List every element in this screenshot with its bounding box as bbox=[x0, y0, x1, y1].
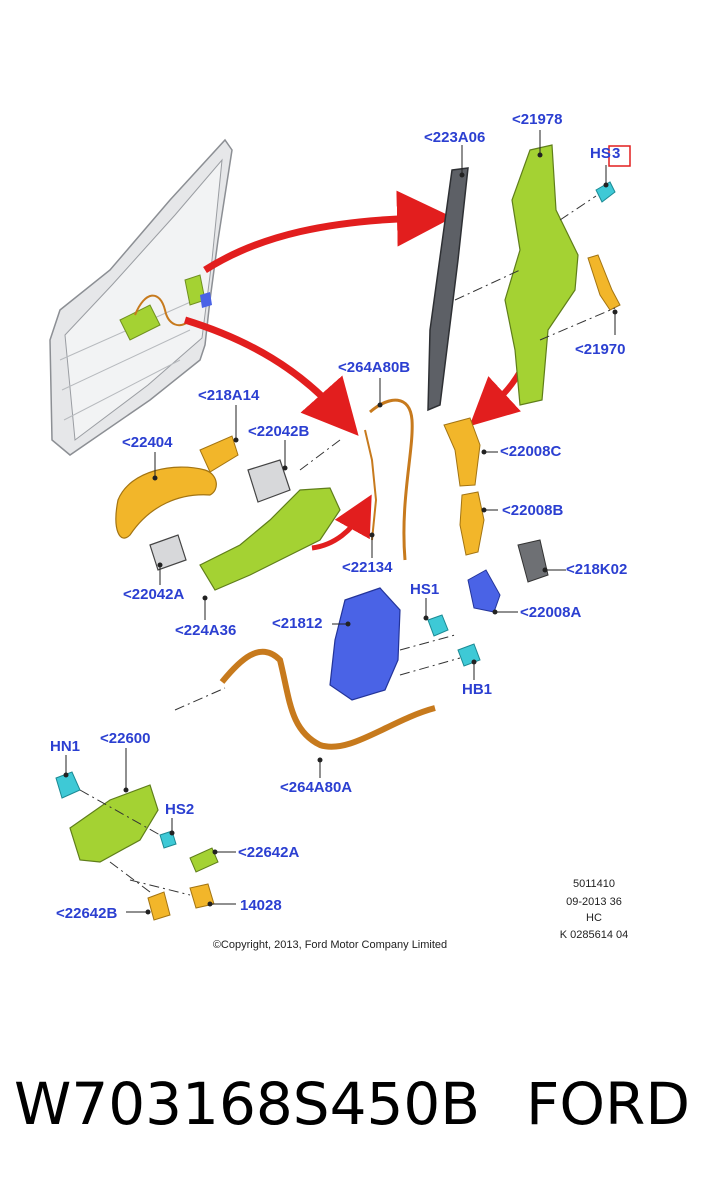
part-22134-rod bbox=[364, 429, 378, 541]
leader-lines bbox=[63, 130, 618, 915]
meta-line-3: HC bbox=[586, 912, 602, 924]
label-21978: <21978 bbox=[512, 111, 562, 128]
part-218A14-cover bbox=[199, 435, 239, 473]
illustration-meta: 5011410 09-2013 36 HC K 0285614 04 bbox=[560, 878, 629, 941]
label-22642A: <22642A bbox=[238, 844, 299, 861]
part-21970-bracket bbox=[587, 254, 621, 311]
label-22404: <22404 bbox=[122, 434, 173, 451]
part-21978-regulator bbox=[504, 144, 579, 406]
meta-line-1: 5011410 bbox=[573, 878, 615, 890]
label-22008C: <22008C bbox=[500, 443, 561, 460]
label-22008B: <22008B bbox=[502, 502, 563, 519]
label-HS1: HS1 bbox=[410, 581, 439, 598]
label-22642B: <22642B bbox=[56, 905, 117, 922]
brand-caption: FORD bbox=[526, 1070, 690, 1138]
label-14028: 14028 bbox=[240, 897, 282, 914]
part-22404-handle bbox=[115, 466, 217, 539]
label-HS3-suffix: 3 bbox=[612, 145, 620, 162]
label-HS2: HS2 bbox=[165, 801, 194, 818]
part-HS1-screw bbox=[427, 614, 449, 637]
label-HS3-prefix: HS bbox=[590, 145, 611, 162]
part-22008A-bracket bbox=[467, 569, 501, 613]
label-218K02: <218K02 bbox=[566, 561, 627, 578]
callout-labels: <223A06 <21978 HS 3 <21970 <264A80B <218… bbox=[50, 111, 627, 922]
label-22042A: <22042A bbox=[123, 586, 184, 603]
part-number-caption: W703168S450B bbox=[14, 1070, 481, 1138]
part-22642B-cap bbox=[147, 891, 171, 921]
meta-line-2: 09-2013 36 bbox=[566, 896, 622, 908]
part-22600-interior-handle bbox=[69, 784, 159, 863]
part-22042A-gasket bbox=[149, 534, 187, 571]
assembly-lines bbox=[79, 195, 616, 896]
label-HN1: HN1 bbox=[50, 738, 80, 755]
part-22642A-bezel bbox=[189, 847, 219, 873]
part-224A36-reinforcement bbox=[199, 487, 341, 591]
part-223A06-weatherstrip bbox=[427, 167, 469, 412]
part-264A80A-cable bbox=[219, 648, 436, 750]
label-264A80A: <264A80A bbox=[280, 779, 352, 796]
label-22042B: <22042B bbox=[248, 423, 309, 440]
label-22134: <22134 bbox=[342, 559, 393, 576]
label-223A06: <223A06 bbox=[424, 129, 485, 146]
part-22008C-bracket bbox=[443, 417, 481, 487]
part-264A80B-cable bbox=[369, 398, 414, 561]
part-22008B-bracket bbox=[459, 491, 485, 556]
copyright-notice: ©Copyright, 2013, Ford Motor Company Lim… bbox=[213, 939, 447, 951]
label-22008A: <22008A bbox=[520, 604, 581, 621]
part-21812-latch bbox=[329, 587, 401, 701]
exploded-parts-diagram: <223A06 <21978 HS 3 <21970 <264A80B <218… bbox=[49, 111, 631, 951]
meta-line-4: K 0285614 04 bbox=[560, 929, 629, 941]
label-22600: <22600 bbox=[100, 730, 150, 747]
label-21970: <21970 bbox=[575, 341, 625, 358]
label-21812: <21812 bbox=[272, 615, 322, 632]
label-218A14: <218A14 bbox=[198, 387, 260, 404]
label-224A36: <224A36 bbox=[175, 622, 236, 639]
part-HB1-bolt bbox=[457, 643, 481, 667]
part-22042B-gasket bbox=[247, 459, 291, 503]
caption-bar: W703168S450B FORD bbox=[0, 1062, 708, 1162]
label-264A80B: <264A80B bbox=[338, 359, 410, 376]
label-HB1: HB1 bbox=[462, 681, 492, 698]
part-218K02-pad bbox=[517, 539, 549, 583]
hs3-highlight-box bbox=[608, 145, 631, 167]
door-frame-illustration bbox=[49, 138, 233, 456]
